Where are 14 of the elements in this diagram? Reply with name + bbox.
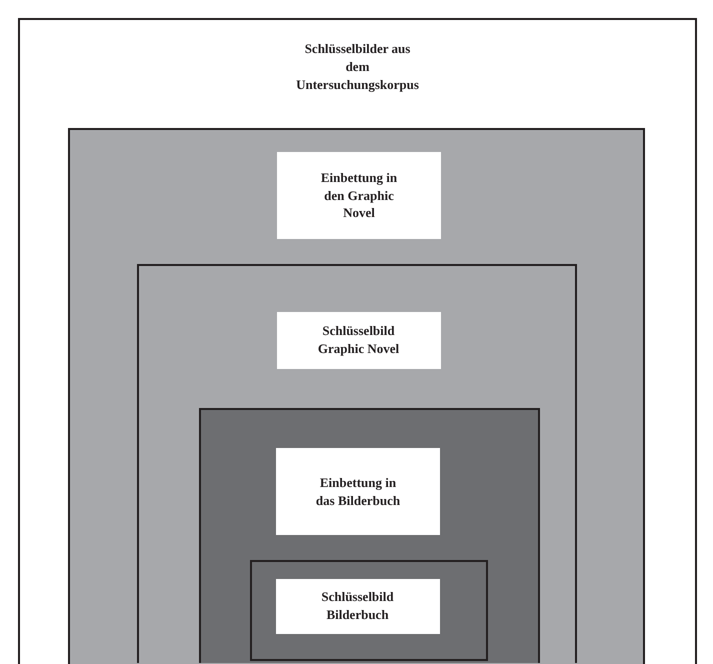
label-box [276,312,440,368]
label-text: Schlüsselbild Bilderbuch [320,588,395,624]
label-box [277,152,441,239]
frame-box [68,128,644,664]
label-box [276,448,440,535]
label-box [276,578,440,634]
label-text: Schlüsselbild Graphic Novel [316,322,400,358]
frame-box [18,18,697,664]
frame-box [250,560,488,661]
heading-text: Schlüsselbilder aus dem Untersuchungskorpus [295,40,420,94]
frame-box [198,408,540,662]
frame-box [137,264,577,663]
label-text: Einbettung in das Bilderbuch [314,474,402,510]
label-text: Einbettung in den Graphic Novel [320,168,398,222]
